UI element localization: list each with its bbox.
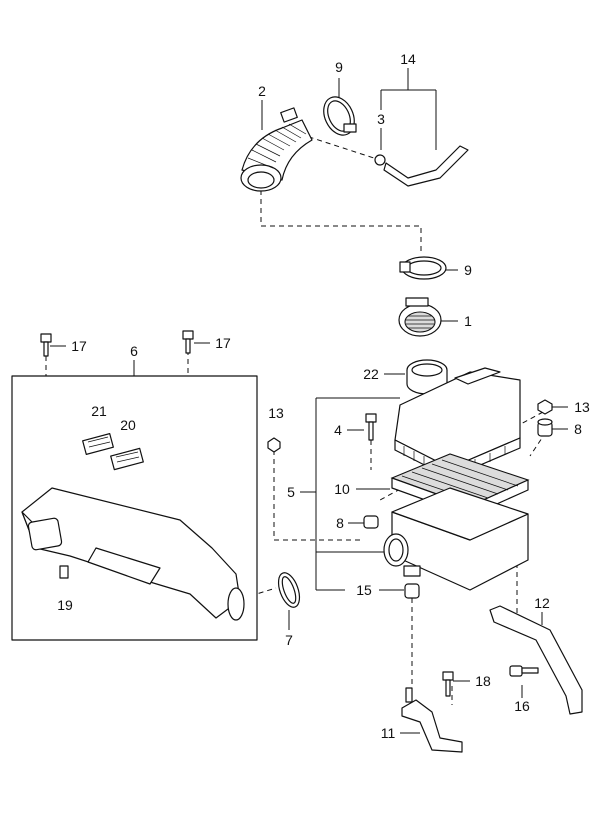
pin-part-19	[59, 565, 69, 579]
bolt-part-17-right	[182, 330, 194, 354]
callout-17-left: 17	[71, 338, 87, 354]
callout-19: 19	[57, 597, 73, 613]
bolt-part-16	[509, 665, 539, 677]
callout-16: 16	[514, 698, 530, 714]
bolt-part-4	[365, 413, 377, 441]
callout-4: 4	[334, 422, 342, 438]
callout-18: 18	[475, 673, 491, 689]
callout-13-left: 13	[268, 405, 284, 421]
callout-1: 1	[464, 313, 472, 329]
callout-10: 10	[334, 481, 350, 497]
grommet-part-15	[404, 583, 420, 599]
callout-6: 6	[130, 343, 138, 359]
bracket-part-12	[489, 605, 583, 715]
callout-22: 22	[363, 366, 379, 382]
intake-hose-part-2	[240, 107, 313, 192]
callout-11: 11	[381, 725, 396, 741]
callout-15: 15	[356, 582, 372, 598]
callout-21: 21	[91, 403, 107, 419]
callout-7: 7	[285, 632, 293, 648]
nut-part-13-left	[267, 437, 281, 453]
callout-2: 2	[258, 83, 266, 99]
breather-hose-part-3-14	[374, 145, 469, 187]
callout-3: 3	[377, 111, 385, 127]
bolt-part-17-left	[40, 333, 52, 357]
callout-labels: 2 9 14 3 9 1 22 17 17 6 13 13 4 8 21 20 …	[57, 51, 590, 741]
callout-9-top: 9	[335, 59, 343, 75]
callout-14: 14	[400, 51, 416, 67]
nut-part-13-right	[537, 399, 553, 415]
clamp-part-9-top	[323, 96, 357, 136]
callout-20: 20	[120, 417, 136, 433]
clamp-part-7	[277, 572, 301, 608]
callout-8-left: 8	[336, 515, 344, 531]
callout-13-right: 13	[574, 399, 590, 415]
air-cleaner-body-part-5	[383, 487, 529, 591]
bracket-part-11	[401, 687, 463, 753]
air-flow-sensor-part-1	[398, 297, 442, 337]
resonator-duct-part-6	[21, 433, 245, 621]
callout-12: 12	[534, 595, 550, 611]
nut-part-8-right	[537, 418, 553, 437]
callout-5: 5	[287, 484, 295, 500]
callout-9: 9	[464, 262, 472, 278]
callout-17-right: 17	[215, 335, 231, 351]
callout-8-right: 8	[574, 421, 582, 437]
clamp-part-9	[399, 256, 447, 280]
nut-part-8-left	[363, 515, 379, 529]
bolt-part-18	[442, 671, 454, 697]
